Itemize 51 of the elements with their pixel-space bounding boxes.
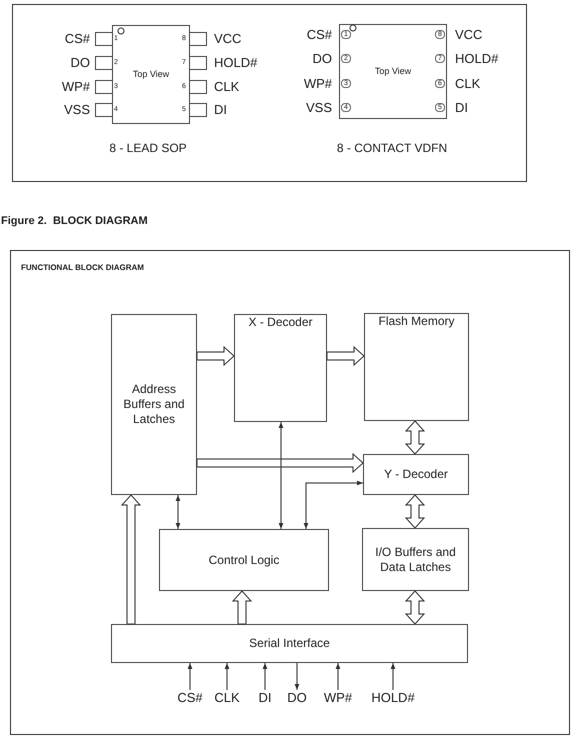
block-arrow bbox=[404, 590, 426, 625]
block-arrow bbox=[232, 590, 252, 624]
arrow bbox=[294, 662, 300, 690]
frame-heading: FUNCTIONAL BLOCK DIAGRAM bbox=[21, 262, 144, 274]
pin-label: CLK bbox=[214, 690, 240, 706]
figure-title: Figure 2. BLOCK DIAGRAM bbox=[1, 215, 148, 227]
arrow bbox=[390, 662, 396, 690]
block-arrow bbox=[196, 452, 364, 474]
block-arrow bbox=[326, 346, 365, 366]
block-arrow bbox=[404, 494, 426, 529]
arrow bbox=[262, 662, 268, 690]
package-caption: 8 - CONTACT VDFN bbox=[336, 141, 448, 155]
pin-name: VSS bbox=[306, 100, 332, 116]
diagram-frame bbox=[10, 250, 570, 735]
arrow bbox=[188, 662, 192, 690]
arrow bbox=[278, 422, 284, 530]
arrow bbox=[176, 494, 180, 530]
block-box: Serial Interface bbox=[111, 624, 468, 663]
block-box: Address Buffers and Latches bbox=[111, 314, 197, 495]
pin-name: VSS bbox=[64, 102, 90, 118]
block-box: Flash Memory bbox=[364, 313, 469, 421]
pin-name: CLK bbox=[455, 76, 480, 92]
block-box: Control Logic bbox=[159, 529, 329, 591]
block-box: I/O Buffers and Data Latches bbox=[362, 528, 469, 591]
arrow bbox=[336, 662, 340, 690]
pin-name: DI bbox=[455, 100, 468, 116]
pin-name: CS# bbox=[64, 31, 90, 47]
pin-name: CS# bbox=[306, 27, 332, 43]
pin-name: VCC bbox=[455, 27, 482, 43]
block-arrow bbox=[120, 494, 142, 624]
package-caption: 8 - LEAD SOP bbox=[109, 141, 187, 155]
pin-name: DI bbox=[214, 102, 227, 118]
block-arrow bbox=[404, 420, 426, 455]
pin-name: HOLD# bbox=[455, 51, 498, 67]
pin-name: DO bbox=[70, 55, 90, 71]
arrow bbox=[304, 480, 364, 530]
pin-label: CS# bbox=[177, 690, 203, 706]
pin-name: WP# bbox=[62, 79, 90, 95]
pin-label: WP# bbox=[324, 690, 352, 706]
pin-label: HOLD# bbox=[371, 690, 415, 706]
pin-name: VCC bbox=[214, 31, 242, 47]
pin-name: DO bbox=[312, 51, 332, 67]
pin-label: DI bbox=[258, 690, 272, 706]
block-box: Y - Decoder bbox=[363, 454, 469, 495]
arrow bbox=[224, 662, 230, 690]
block-arrow bbox=[196, 346, 235, 366]
pin-label: DO bbox=[287, 690, 307, 706]
pin-name: HOLD# bbox=[214, 55, 258, 71]
pin-name: CLK bbox=[214, 79, 240, 95]
block-box: X - Decoder bbox=[234, 314, 327, 422]
pin-name: WP# bbox=[304, 76, 332, 92]
